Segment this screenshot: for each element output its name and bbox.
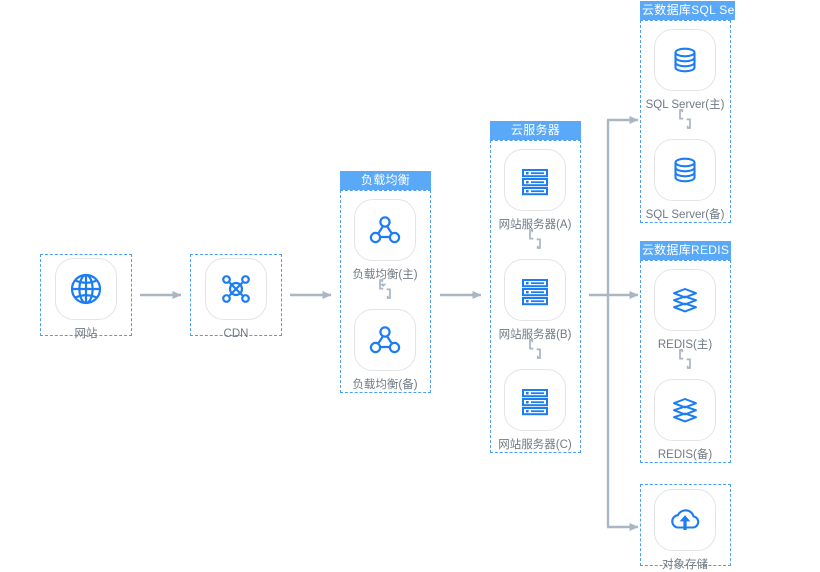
web-server-a-label: 网站服务器(A) [498,219,572,231]
node-web-server-a[interactable]: 网站服务器(A) [490,149,580,232]
redis-primary-tile [654,269,716,331]
cdn-label: CDN [223,328,249,340]
sync-icon-load-balancer [379,279,391,299]
sql-primary-tile [654,29,716,91]
node-cdn[interactable]: CDN [191,258,281,341]
website-tile [55,258,117,320]
sql-standby-label: SQL Server(备) [645,209,725,221]
node-website[interactable]: 网站 [41,258,131,341]
database-cylinder-icon [674,47,696,73]
load-balancer-icon [369,216,401,244]
object-storage-label: 对象存储 [662,559,708,571]
web-server-b-label: 网站服务器(B) [498,329,572,341]
node-web-server-b[interactable]: 网站服务器(B) [490,259,580,342]
load-balancer-icon [369,326,401,354]
server-rack-icon [522,279,548,306]
website-label: 网站 [74,328,98,340]
sync-icon-redis [679,349,691,369]
cdn-network-icon [222,275,250,303]
cloud-upload-icon [671,509,700,530]
web-server-b-tile [504,259,566,321]
group-header-cloud-server: 云服务器 [490,121,581,140]
sync-icon-web-server-bc [529,339,541,359]
lb-primary-label: 负载均衡(主) [352,269,418,281]
lb-standby-label: 负载均衡(备) [352,379,418,391]
node-web-server-c[interactable]: 网站服务器(C) [490,369,580,452]
redis-layers-icon [673,288,697,313]
node-sql-primary[interactable]: SQL Server(主) [640,29,730,112]
node-lb-standby[interactable]: 负载均衡(备) [340,309,430,392]
sync-icon-sql-server [679,109,691,129]
node-sql-standby[interactable]: SQL Server(备) [640,139,730,222]
node-lb-primary[interactable]: 负载均衡(主) [340,199,430,282]
redis-standby-label: REDIS(备) [657,449,713,461]
server-rack-icon [522,169,548,196]
sql-standby-tile [654,139,716,201]
node-redis-primary[interactable]: REDIS(主) [640,269,730,352]
web-server-c-label: 网站服务器(C) [498,439,572,451]
node-redis-standby[interactable]: REDIS(备) [640,379,730,462]
sql-primary-label: SQL Server(主) [645,99,725,111]
web-server-a-tile [504,149,566,211]
group-header-redis: 云数据库REDIS [640,241,731,260]
redis-primary-label: REDIS(主) [657,339,713,351]
group-header-load-balancer: 负载均衡 [340,171,431,190]
server-rack-icon [522,389,548,416]
lb-standby-tile [354,309,416,371]
redis-standby-tile [654,379,716,441]
node-object-storage[interactable]: 对象存储 [640,489,730,572]
object-storage-tile [654,489,716,551]
globe-icon [70,273,102,305]
redis-layers-icon [673,398,697,423]
database-cylinder-icon [674,157,696,183]
web-server-c-tile [504,369,566,431]
lb-primary-tile [354,199,416,261]
cdn-tile [205,258,267,320]
sync-icon-web-server-ab [529,229,541,249]
group-header-sql-server: 云数据库SQL Server [640,1,756,20]
